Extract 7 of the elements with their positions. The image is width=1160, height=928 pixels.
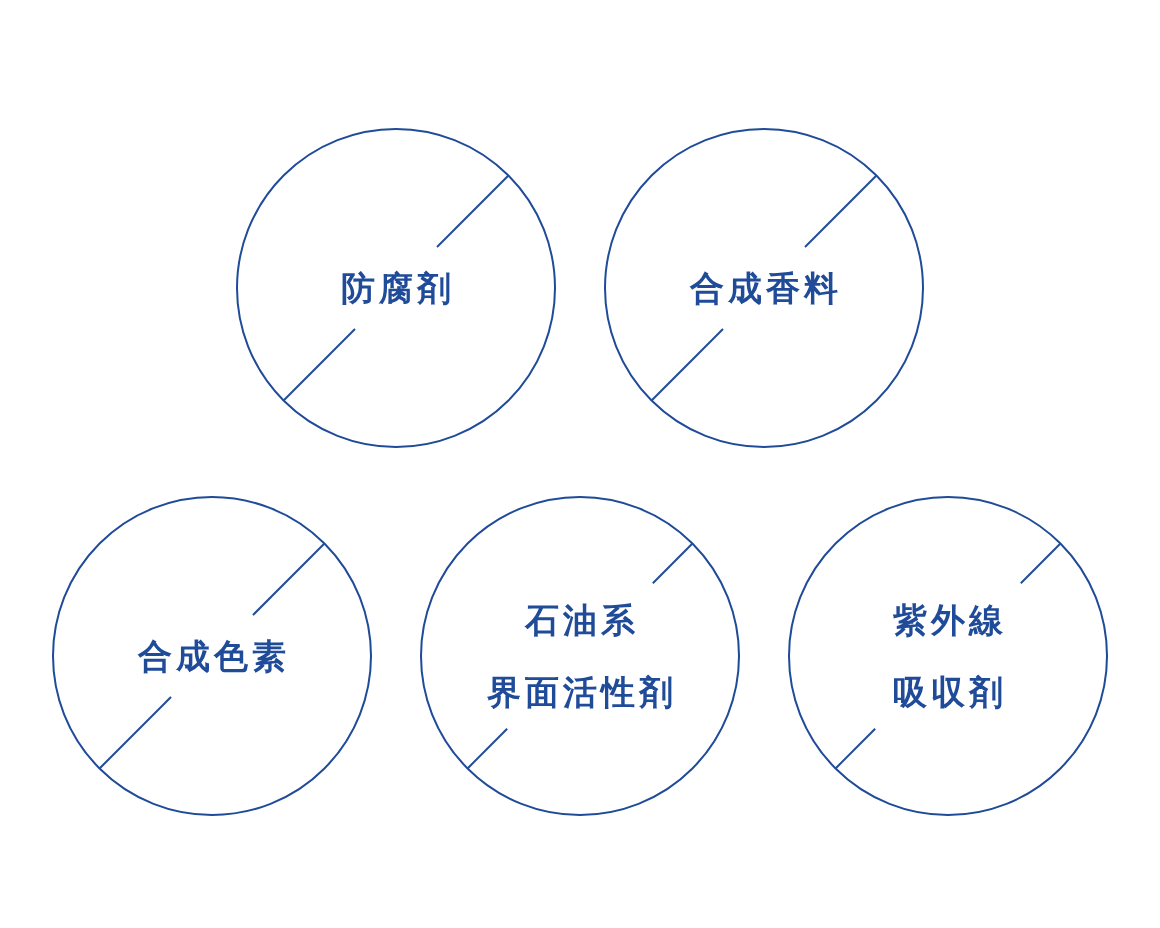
circle-label: 界面活性剤 xyxy=(486,671,677,714)
circle-label: 吸収剤 xyxy=(892,671,1007,714)
circle-label: 合成色素 xyxy=(136,635,290,678)
circle-label: 合成香料 xyxy=(688,267,842,310)
circle-label: 石油系 xyxy=(523,599,639,642)
circle-label: 防腐剤 xyxy=(340,267,455,310)
circle-label: 紫外線 xyxy=(892,599,1007,642)
